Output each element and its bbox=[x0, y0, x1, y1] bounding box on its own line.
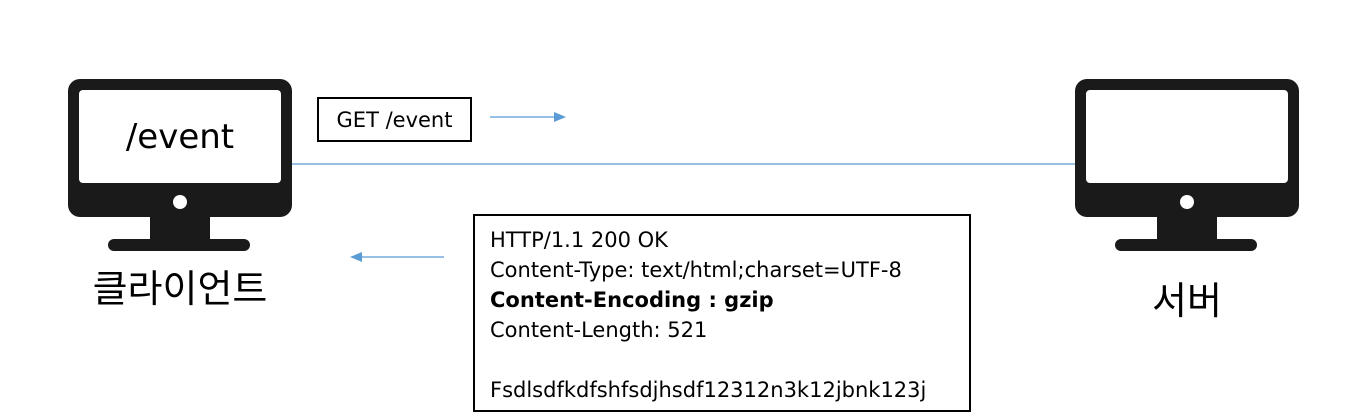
response-body: Fsdlsdfkdfshfsdjhsdf12312n3k12jbnk123j bbox=[490, 378, 927, 402]
client-label: 클라이언트 bbox=[92, 267, 268, 311]
response-content-length: Content-Length: 521 bbox=[490, 318, 708, 342]
client-monitor-icon: /event bbox=[68, 79, 292, 253]
request-label: GET /event bbox=[336, 107, 453, 132]
server-monitor-icon bbox=[1075, 79, 1299, 253]
server-label: 서버 bbox=[1152, 279, 1222, 323]
response-content-type: Content-Type: text/html;charset=UTF-8 bbox=[490, 258, 902, 282]
response-status-line: HTTP/1.1 200 OK bbox=[490, 228, 668, 252]
request-box: GET /event bbox=[317, 97, 472, 142]
response-blank-line bbox=[490, 345, 969, 375]
response-arrow bbox=[350, 252, 444, 262]
client-screen-text: /event bbox=[125, 116, 235, 157]
response-box: HTTP/1.1 200 OK Content-Type: text/html;… bbox=[473, 214, 971, 412]
response-content-encoding: Content-Encoding : gzip bbox=[490, 288, 774, 312]
request-arrow bbox=[490, 112, 566, 122]
